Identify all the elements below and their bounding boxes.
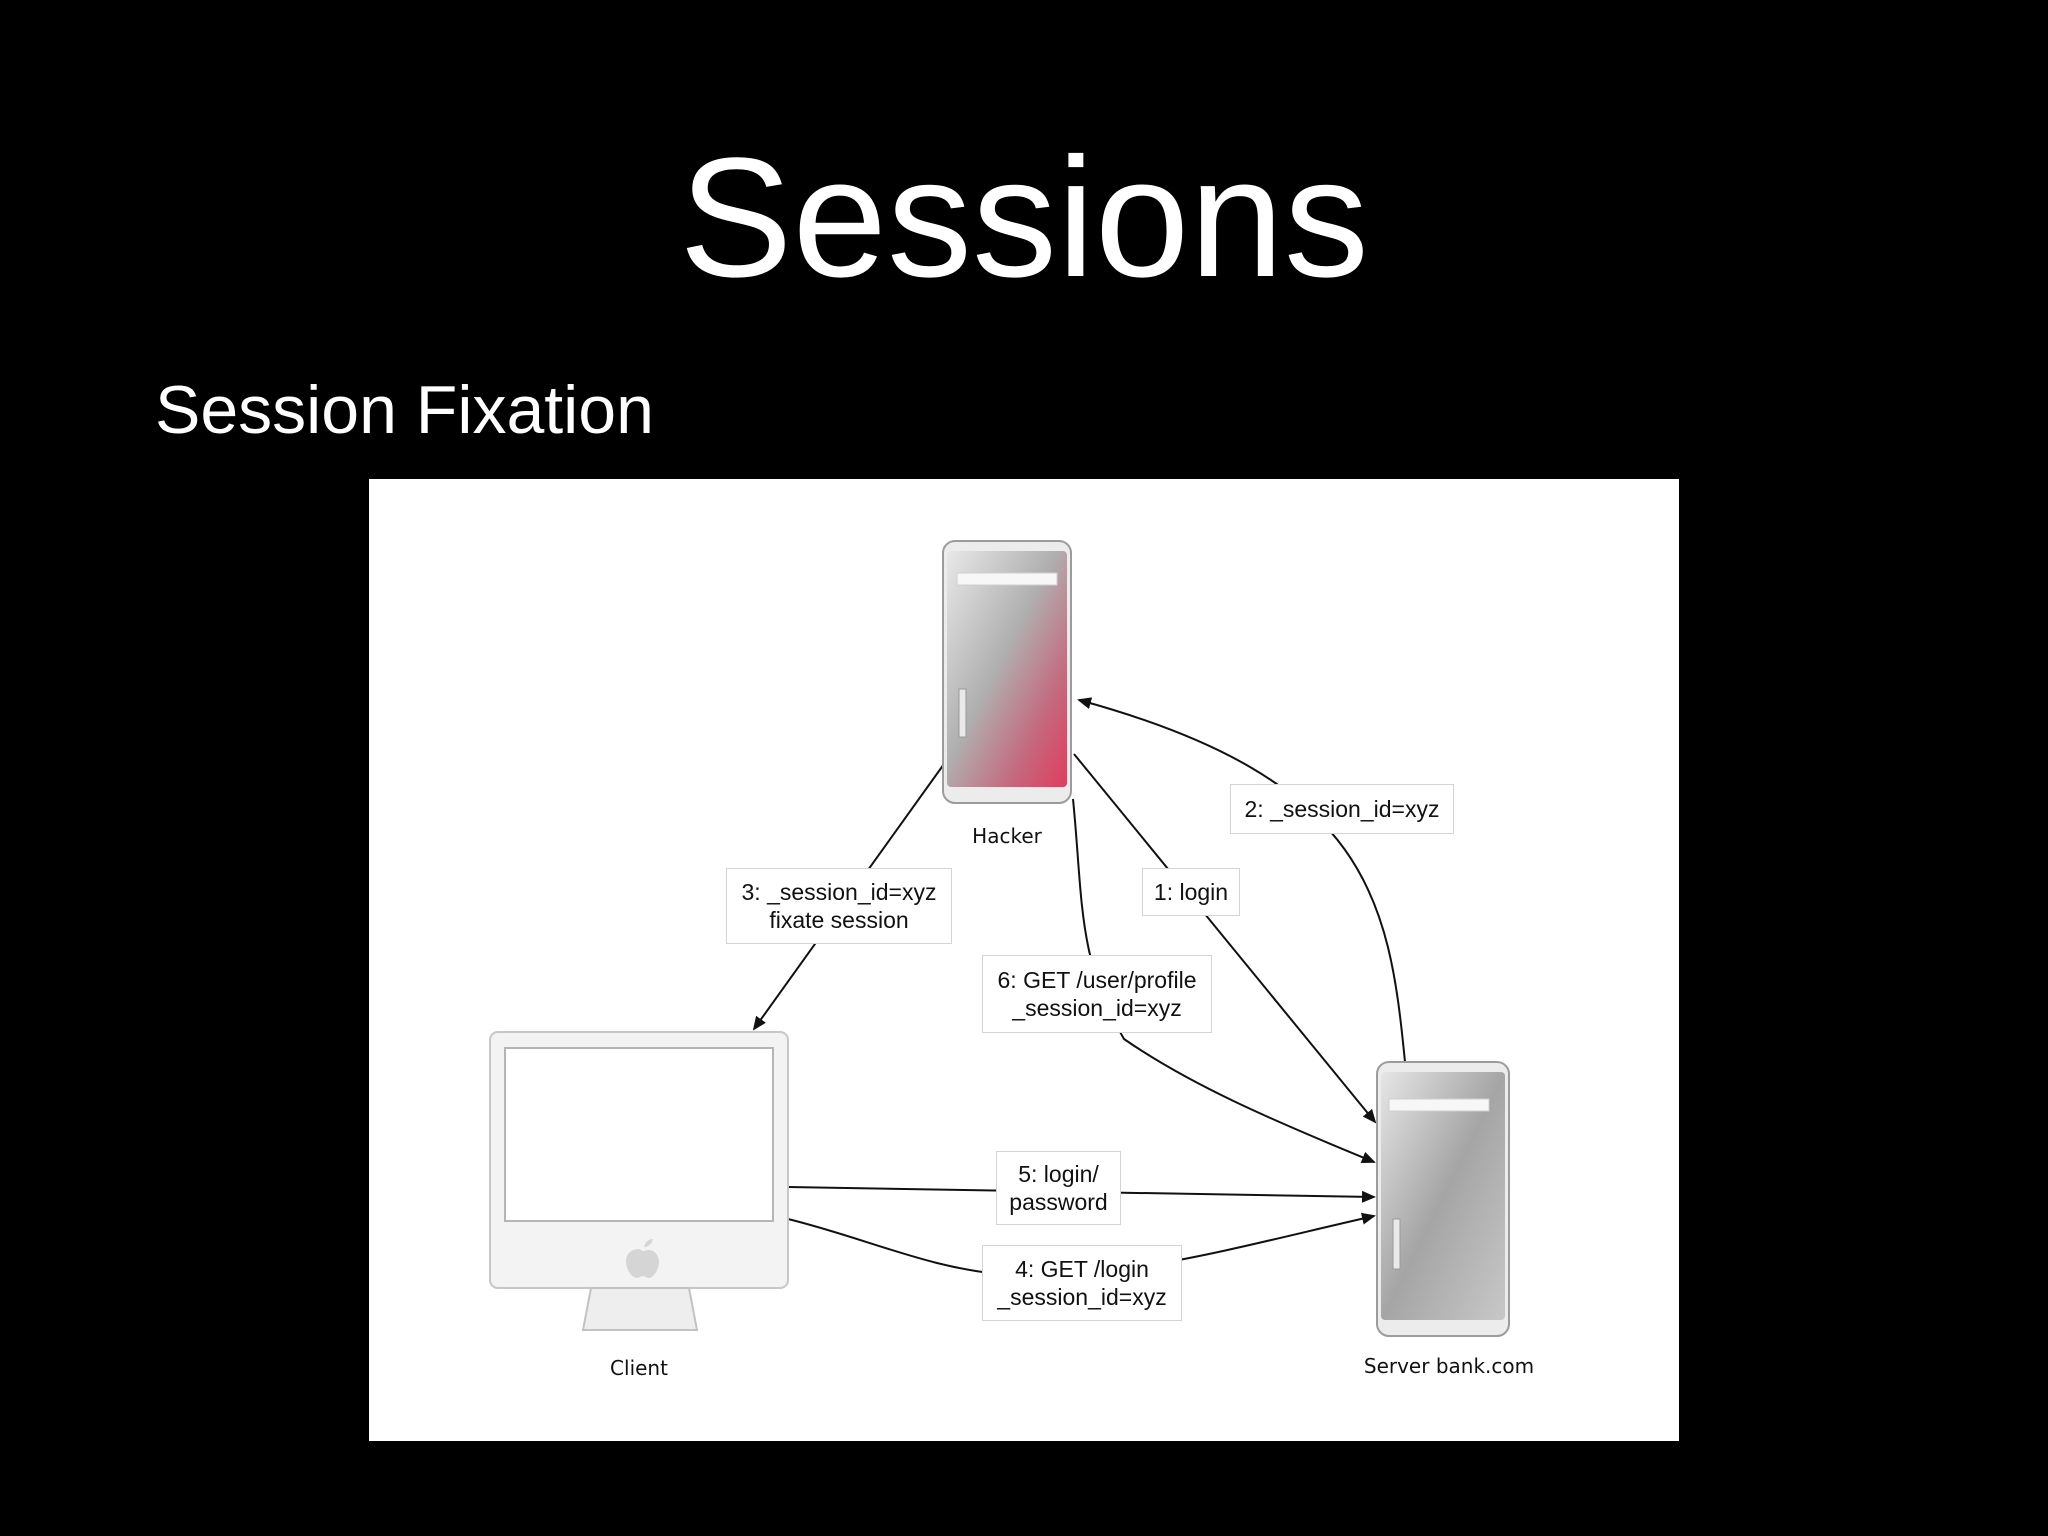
server-tower-icon: [1376, 1061, 1510, 1337]
edge-6-line: [1072, 798, 1376, 1164]
client-imac-icon: [489, 1031, 789, 1331]
edge-label-1: 1: login: [1142, 868, 1240, 916]
client-label: Client: [610, 1356, 668, 1380]
edge-label-6: 6: GET /user/profile _session_id=xyz: [982, 955, 1212, 1033]
diagram-canvas: [489, 540, 1510, 1337]
apple-logo-icon: [626, 1239, 659, 1278]
edge-label-5: 5: login/ password: [996, 1151, 1121, 1225]
edge-label-2: 2: _session_id=xyz: [1230, 784, 1454, 834]
diagram-frame: Hacker Client Server bank.com 1: login 2…: [369, 479, 1679, 1441]
slide-title: Sessions: [679, 123, 1369, 313]
edge-label-3-line1: 3: _session_id=xyz: [741, 879, 937, 905]
edge-label-3: 3: _session_id=xyz fixate session: [726, 868, 952, 944]
edge-label-6-line2: _session_id=xyz: [1012, 995, 1182, 1021]
edge-label-4-line1: 4: GET /login: [1015, 1256, 1149, 1282]
edge-label-5-line1: 5: login/: [1018, 1161, 1099, 1187]
server-label: Server bank.com: [1363, 1354, 1535, 1378]
edge-label-5-line2: password: [1009, 1189, 1108, 1215]
slide-subtitle: Session Fixation: [155, 372, 654, 448]
edge-label-6-line1: 6: GET /user/profile: [997, 967, 1197, 993]
hacker-tower-icon: [942, 540, 1072, 804]
edge-label-2-text: 2: _session_id=xyz: [1244, 796, 1440, 822]
edge-2-line: [1077, 697, 1406, 1063]
edge-label-4-line2: _session_id=xyz: [997, 1284, 1167, 1310]
edge-label-4: 4: GET /login _session_id=xyz: [982, 1245, 1182, 1321]
hacker-label: Hacker: [972, 824, 1042, 848]
edge-label-3-line2: fixate session: [769, 907, 909, 933]
edge-1-line: [1073, 753, 1377, 1124]
edge-label-1-text: 1: login: [1153, 879, 1229, 905]
